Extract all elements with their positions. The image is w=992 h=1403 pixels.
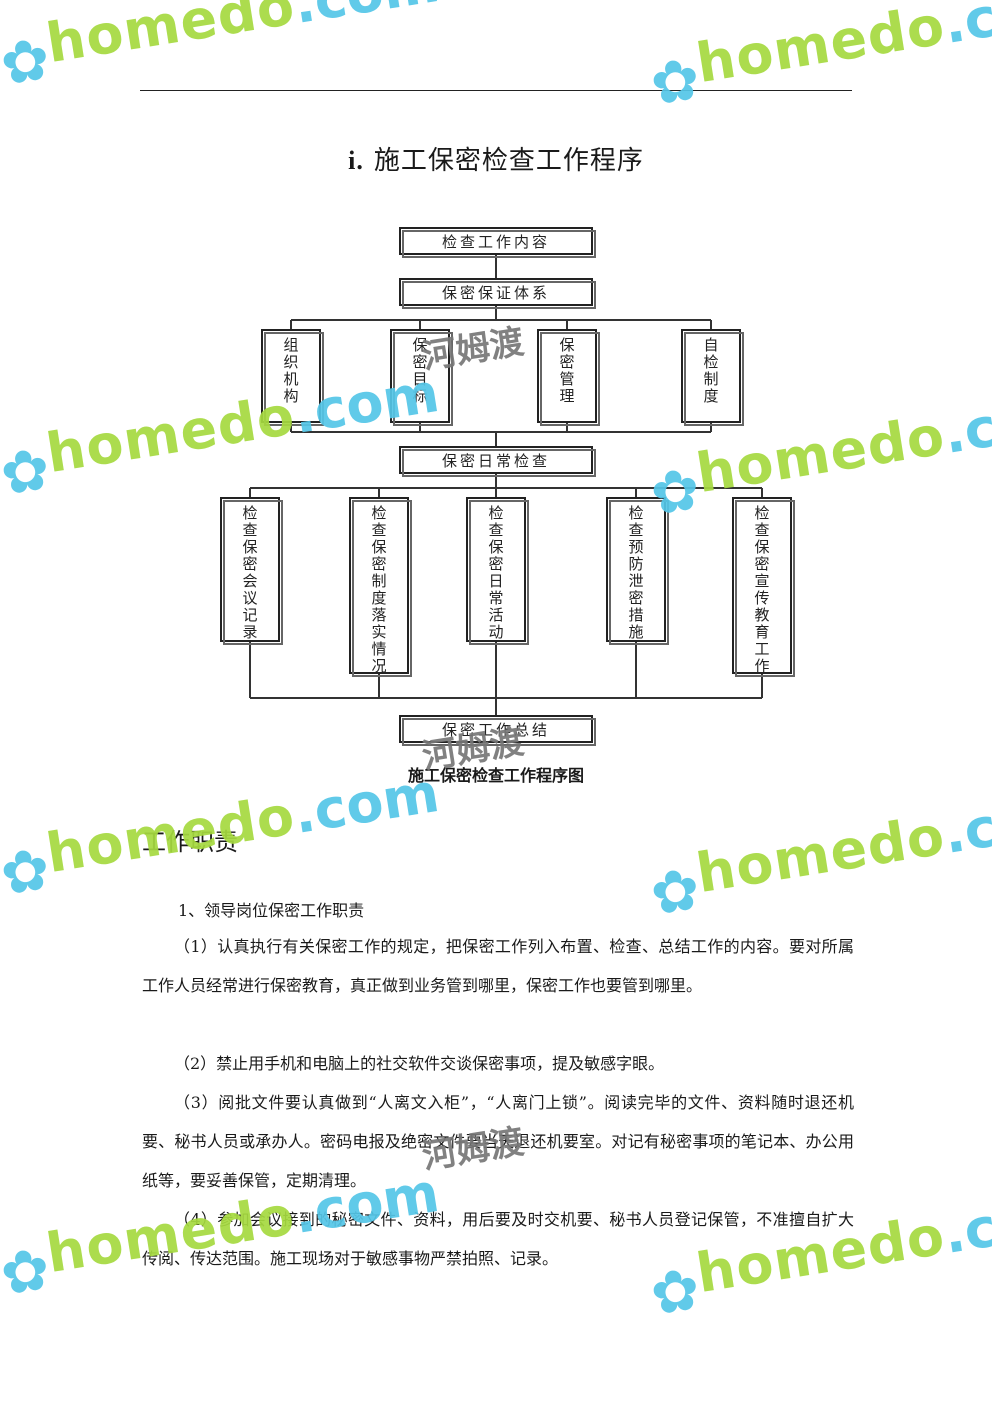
flow-connectors bbox=[249, 254, 763, 716]
section-title: 工作职责 bbox=[142, 828, 238, 856]
flower-icon: ✿ bbox=[645, 854, 705, 929]
flow-branch2-node: 检查保密宣传教育工作 bbox=[732, 497, 795, 677]
flow-node-daily: 保密日常检查 bbox=[399, 446, 596, 477]
flow-branch2-node-label: 检查保密日常活动 bbox=[488, 504, 503, 641]
paragraph-1: （1）认真执行有关保密工作的规定，把保密工作列入布置、检查、总结工作的内容。要对… bbox=[142, 937, 854, 995]
heading-title: 施工保密检查工作程序 bbox=[373, 146, 644, 176]
flow-branch1-node: 保密管理 bbox=[537, 329, 600, 426]
page-heading: i. 施工保密检查工作程序 bbox=[0, 140, 992, 177]
flow-branch2-node-label: 检查保密制度落实情况 bbox=[371, 504, 386, 675]
flow-branch1-node-label: 自检制度 bbox=[703, 336, 718, 405]
paragraph-4: （4）参加会议接到的秘密文件、资料，用后要及时交机要、秘书人员登记保管，不准擅自… bbox=[142, 1210, 854, 1268]
flow-branch2-node: 检查保密会议记录 bbox=[220, 497, 283, 645]
flow-node-summary-label: 保密工作总结 bbox=[442, 721, 550, 739]
flow-branch2-node-label: 检查保密会议记录 bbox=[242, 504, 257, 641]
flower-icon: ✿ bbox=[0, 834, 55, 909]
flow-branch2-node: 检查预防泄密措施 bbox=[606, 497, 669, 645]
flow-branch2-node: 检查保密制度落实情况 bbox=[349, 497, 412, 677]
flow-node-top-label: 检查工作内容 bbox=[442, 233, 550, 251]
watermark: ✿homedo.com河姆渡 bbox=[0, 722, 547, 909]
header-rule bbox=[140, 90, 852, 91]
flow-node-summary: 保密工作总结 bbox=[399, 715, 596, 746]
watermark: ✿homedo.com bbox=[645, 780, 992, 929]
flow-branch2-node: 检查保密日常活动 bbox=[466, 497, 529, 645]
flow-branch2-node-label: 检查预防泄密措施 bbox=[628, 504, 643, 641]
flow-branch1-node: 保密目标 bbox=[390, 329, 453, 426]
paragraph-2: （2）禁止用手机和电脑上的社交软件交谈保密事项，提及敏感字眼。 bbox=[174, 1054, 665, 1073]
flow-node-system-label: 保密保证体系 bbox=[442, 284, 550, 302]
flow-branch1-node: 组织机构 bbox=[261, 329, 324, 426]
flow-branches-level2: 检查保密会议记录 检查保密制度落实情况 检查保密日常活动 检查预防泄密措施 检查保密宣传… bbox=[220, 497, 795, 677]
flow-branches-level1: 组织机构 保密目标 保密管理 自检制度 bbox=[261, 329, 744, 426]
flow-node-daily-label: 保密日常检查 bbox=[442, 452, 550, 470]
flow-node-top: 检查工作内容 bbox=[399, 227, 596, 258]
flow-branch1-node-label: 组织机构 bbox=[283, 336, 298, 405]
paragraph-3: （3）阅批文件要认真做到“人离文入柜”，“人离门上锁”。阅读完毕的文件、资料随时… bbox=[142, 1093, 854, 1190]
flow-branch1-node-label: 保密管理 bbox=[559, 336, 574, 405]
flow-node-system: 保密保证体系 bbox=[399, 278, 596, 309]
figure-caption: 施工保密检查工作程序图 bbox=[407, 766, 584, 785]
flow-branch1-node: 自检制度 bbox=[681, 329, 744, 426]
flow-branch1-node-label: 保密目标 bbox=[412, 336, 427, 405]
flower-icon: ✿ bbox=[0, 1234, 55, 1309]
flow-branch2-node-label: 检查保密宣传教育工作 bbox=[754, 504, 769, 675]
heading-number: i. bbox=[348, 146, 364, 175]
flowchart: 检查工作内容 保密保证体系 保密日常检查 保密工作总结 组织机构 保密目标 保密管理… bbox=[220, 227, 795, 746]
section-subheading: 1、领导岗位保密工作职责 bbox=[178, 901, 365, 920]
